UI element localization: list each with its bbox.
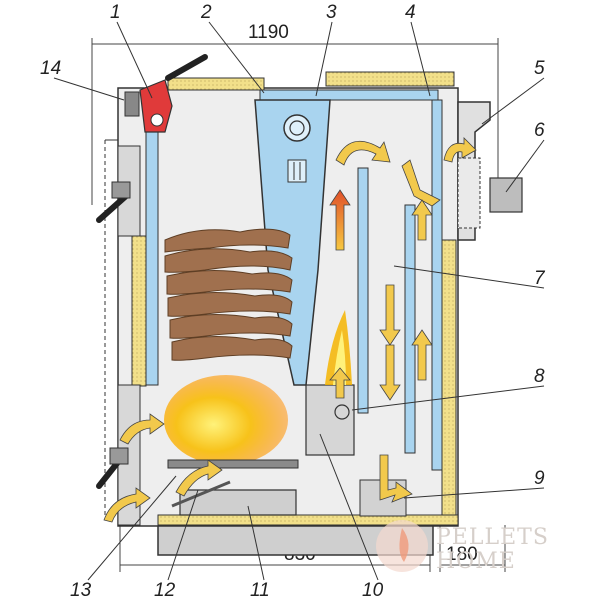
callout-13: 13 — [70, 580, 92, 600]
callout-4: 4 — [405, 2, 416, 23]
combustion-zone — [164, 310, 355, 469]
callout-9: 9 — [534, 468, 545, 489]
callout-2: 2 — [200, 2, 212, 23]
callout-12: 12 — [154, 580, 176, 600]
callout-11: 11 — [250, 580, 270, 600]
door-hardware — [96, 54, 208, 489]
watermark-line1: PELLETS — [436, 525, 549, 550]
callout-1: 1 — [110, 2, 121, 23]
watermark-line2: HOME — [436, 549, 516, 574]
callout-10: 10 — [362, 580, 384, 600]
callout-6: 6 — [534, 120, 545, 141]
flue-box — [457, 101, 523, 241]
dimension-flue: 180 — [446, 544, 478, 565]
callout-leaders — [53, 21, 545, 581]
flow-arrows — [103, 137, 477, 523]
callout-5: 5 — [534, 58, 545, 79]
callout-7: 7 — [534, 268, 546, 289]
callout-3: 3 — [326, 2, 337, 23]
firewood-stack — [164, 228, 293, 361]
callout-14: 14 — [40, 58, 61, 79]
callout-8: 8 — [534, 366, 545, 387]
pellets-home-watermark: PELLETS HOME — [376, 520, 549, 574]
dimension-width: 1190 — [248, 22, 289, 43]
